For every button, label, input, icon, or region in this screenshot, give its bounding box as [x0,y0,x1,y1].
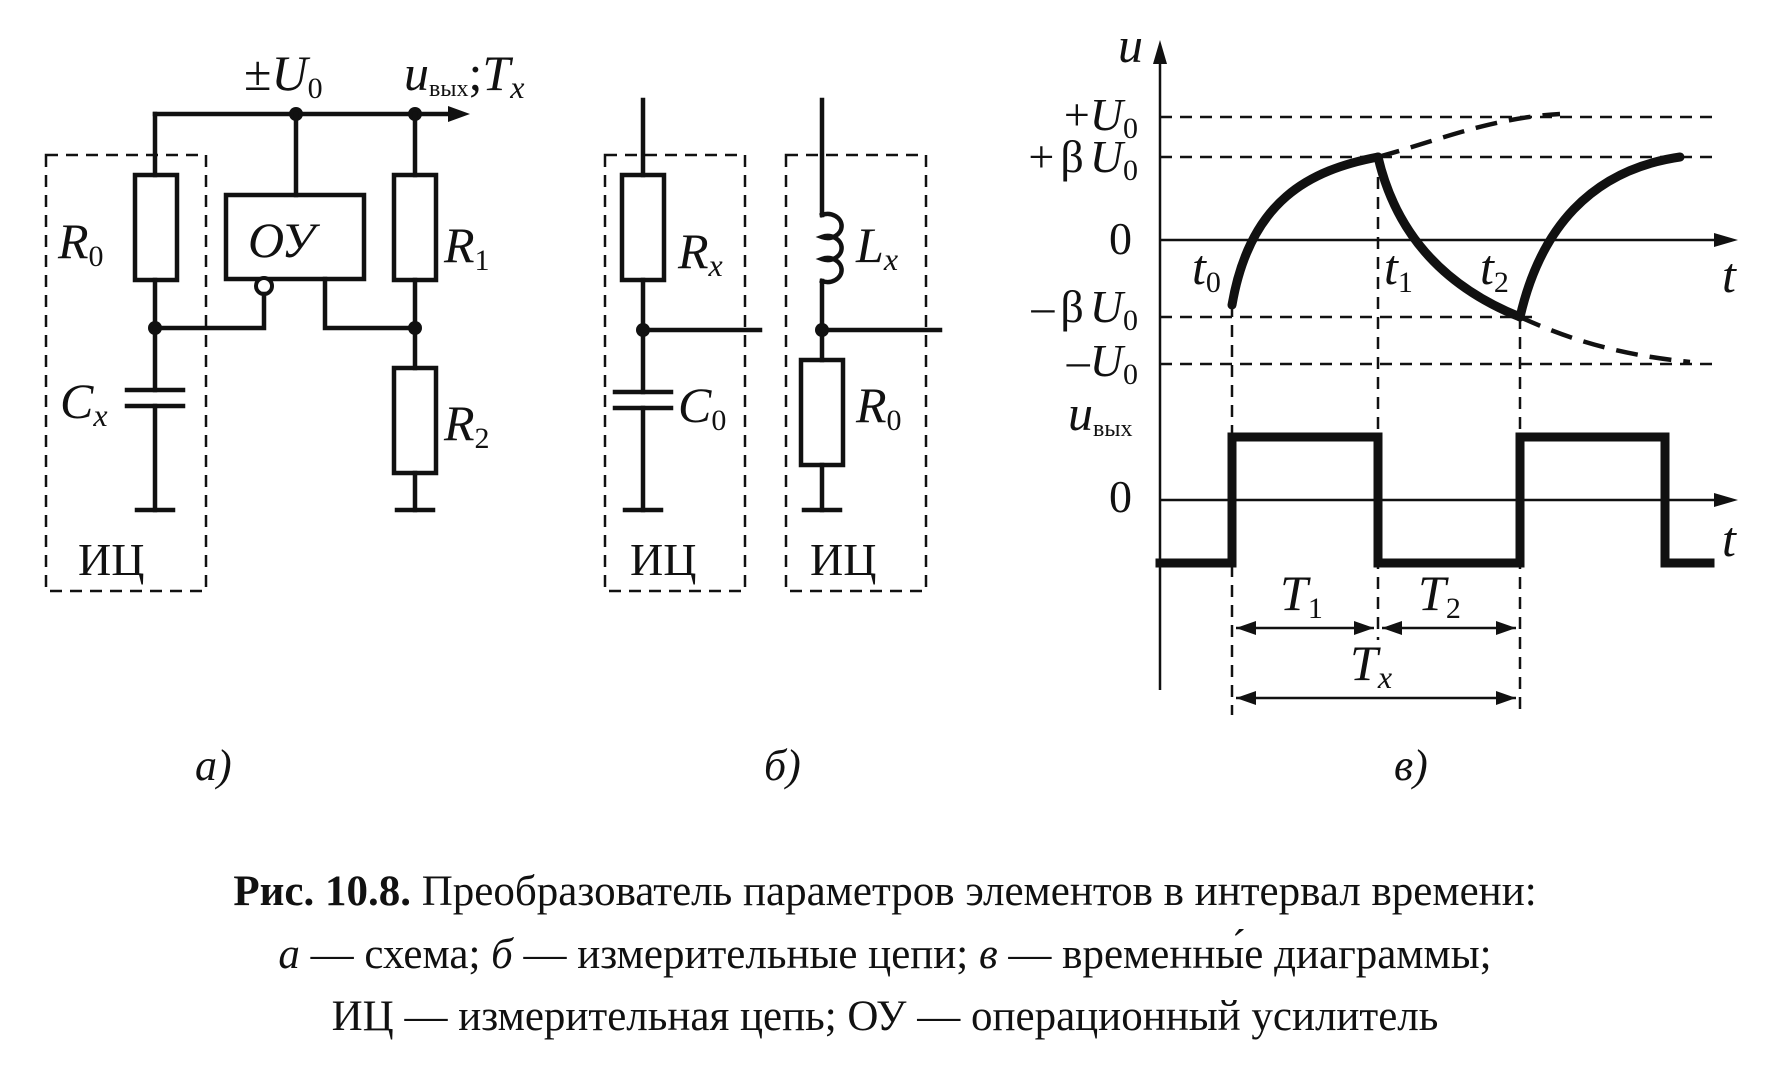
inverting-input-circle [254,276,274,296]
wire [322,276,418,331]
y-axis-arrow [1153,40,1167,64]
output-waveform [1155,432,1715,568]
opamp-block [223,192,367,282]
output-arrow [448,106,470,122]
junction-dot [408,321,422,335]
measuring-circuit-box-b-right [784,153,928,593]
panel-label-a: а) [195,741,232,790]
resistor-r2 [391,365,439,476]
caption-line-3: ИЦ — измерительная цепь; ОУ — операционн… [332,993,1439,1040]
arrow-head [1354,621,1374,635]
panel-label-b: б) [764,741,801,790]
level-label-plus-u0: +U0 [1064,89,1138,145]
interval-t2-label: T2 [1418,565,1461,625]
lx-label: Lx [855,217,898,277]
interval-tx-label: Tx [1350,635,1392,695]
rx-label: Rx [677,223,723,283]
t-axis-label-lower: t [1722,511,1737,567]
t1-label: t1 [1384,239,1413,299]
circuit-a: ±U0 uвых;Tx R0 Cx ОУ R1 R2 ИЦ [44,45,524,593]
arrow-head [1382,621,1402,635]
level-label-minus-u0: –U0 [1066,335,1138,391]
y-axis-label: u [1118,17,1143,73]
opamp-label: ОУ [248,212,320,268]
charge-asymptote [1377,111,1561,160]
arrow-head [1236,691,1256,705]
circuit-b: Rx C0 Lx R0 ИЦ ИЦ [603,97,943,593]
interval-t1-label: T1 [1280,565,1323,625]
t-axis-lower-arrow [1714,493,1738,507]
resistor-r1 [391,172,439,283]
discharge-asymptote [1519,314,1691,365]
arrow-head [1496,691,1516,705]
resistor-r0 [132,172,180,283]
measuring-circuit-box-a [44,153,208,593]
inductor-lx [815,211,844,285]
wire [152,291,267,331]
measuring-circuit-box-b-left [603,153,747,593]
arrow-head [1236,621,1256,635]
level-label-zero: 0 [1109,213,1132,264]
cx-label: Cx [60,373,108,433]
measuring-circuit-label-a: ИЦ [78,534,144,585]
resistor-r0-b [798,357,846,468]
r0-b-label: R0 [855,377,902,437]
output-label: uвых;Tx [404,45,524,105]
r2-label: R2 [443,395,490,455]
t-axis-upper-arrow [1714,233,1738,247]
r0-label: R0 [57,213,104,273]
arrow-head [1496,621,1516,635]
supply-label: ±U0 [244,45,323,105]
panel-label-v: в) [1394,741,1428,790]
t-axis-label-upper: t [1722,247,1737,303]
charge-curve-2 [1515,152,1685,322]
t0-label: t0 [1192,239,1221,299]
caption-line-1: Рис. 10.8. Преобразователь параметров эл… [233,868,1536,915]
output-axis-label: uвых [1068,385,1132,442]
caption-line-2: а — схема; б — измерительные цепи; в — в… [278,929,1491,978]
c0-label: C0 [678,377,726,437]
t2-label: t2 [1480,239,1509,299]
output-zero-label: 0 [1109,471,1132,522]
r1-label: R1 [443,217,490,277]
discharge-curve [1373,152,1525,322]
measuring-circuit-label-b-right: ИЦ [810,534,876,585]
charge-curve-1 [1227,152,1383,310]
measuring-circuit-label-b-left: ИЦ [630,534,696,585]
resistor-rx [619,172,667,283]
